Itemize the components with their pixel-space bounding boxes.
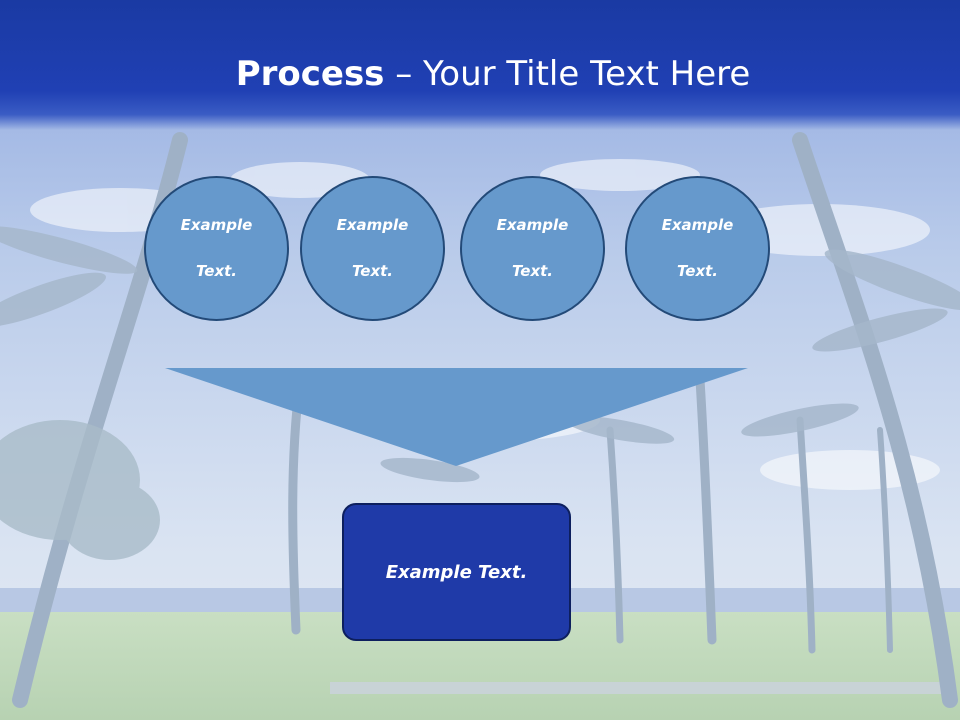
title-banner (0, 0, 960, 130)
circle-4-line-2: Text. (676, 262, 718, 280)
circle-1-line-2: Text. (195, 262, 237, 280)
slide-title[interactable]: Process – Your Title Text Here (0, 52, 960, 96)
circle-2-line-2: Text. (351, 262, 393, 280)
circle-4-line-1: Example (661, 216, 734, 234)
circle-3-line-1: Example (496, 216, 569, 234)
circle-1-line-1: Example (180, 216, 253, 234)
circle-3-line-2: Text. (511, 262, 553, 280)
title-bold-part: Process (235, 54, 385, 94)
circle-2-line-1: Example (336, 216, 409, 234)
result-box-label: Example Text. (385, 561, 528, 583)
funnel-arrow-shape[interactable] (165, 368, 748, 466)
result-box[interactable]: Example Text. (342, 503, 571, 641)
title-rest-part: – Your Title Text Here (384, 54, 751, 94)
